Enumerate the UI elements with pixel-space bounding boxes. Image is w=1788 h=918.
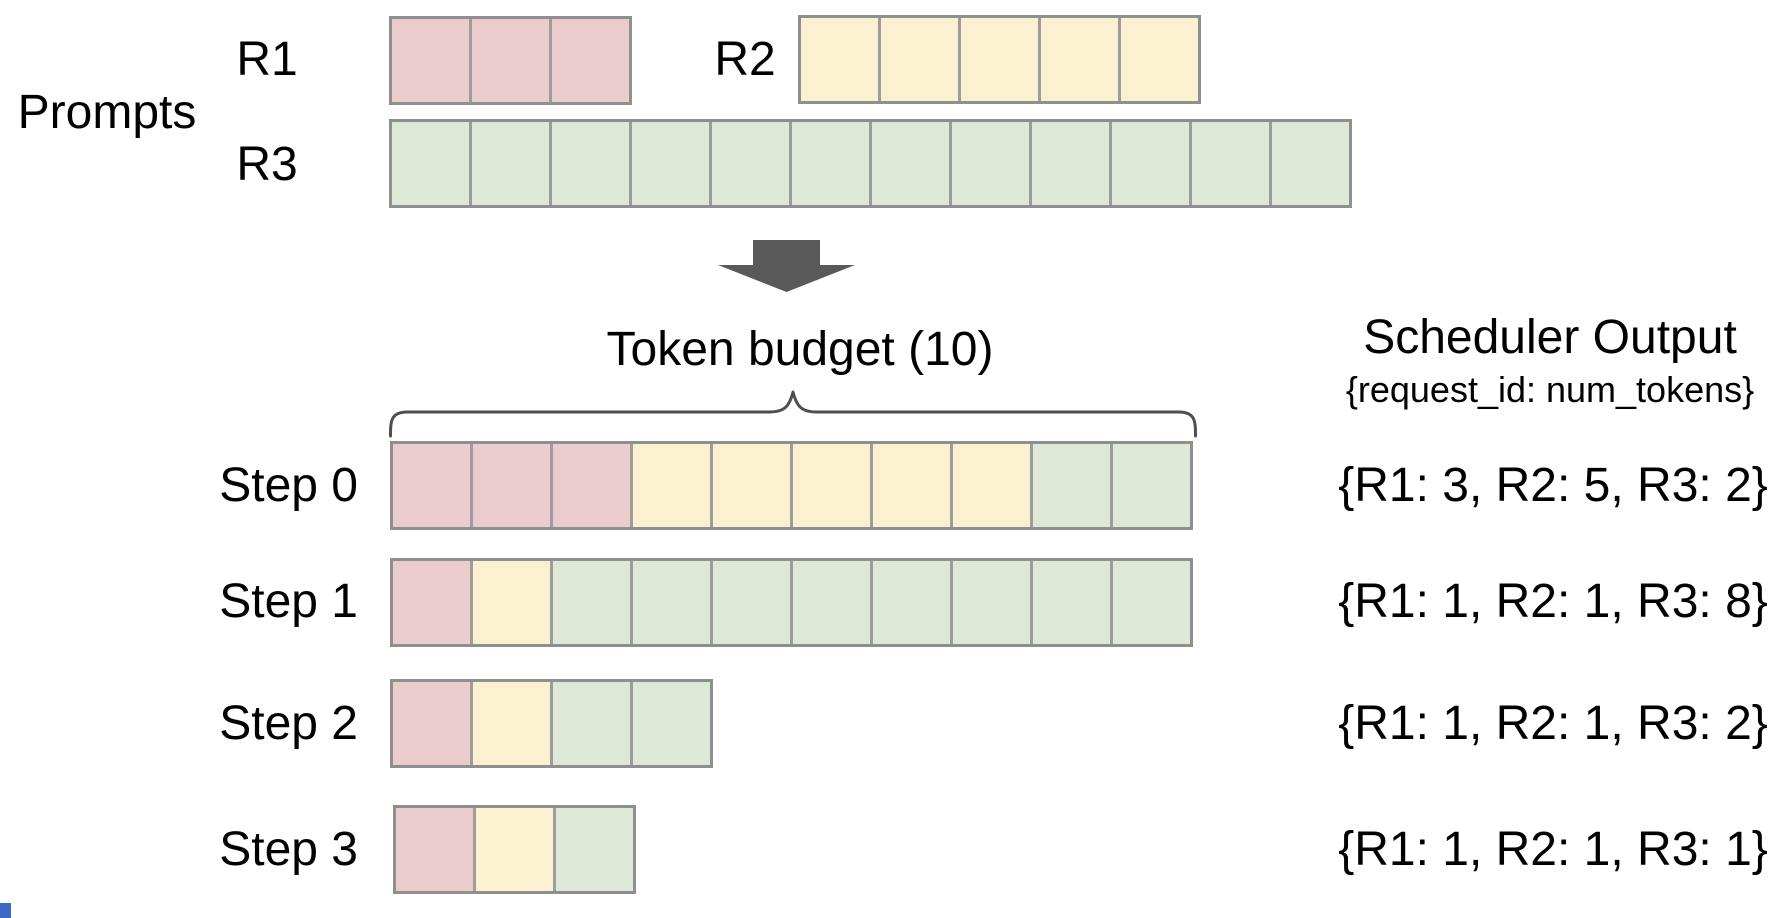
token-cell-r2 bbox=[476, 808, 556, 891]
scheduler-output-title: Scheduler Output bbox=[1363, 311, 1737, 364]
token-cell-r3 bbox=[792, 122, 872, 205]
token-cell-r2 bbox=[473, 561, 553, 644]
prompt-row-r2 bbox=[798, 15, 1201, 104]
token-cell-r2 bbox=[1121, 18, 1198, 101]
token-cell-r1 bbox=[393, 682, 473, 765]
token-cell-r3 bbox=[1032, 122, 1112, 205]
request-r1-label: R1 bbox=[236, 33, 298, 86]
token-cell-r3 bbox=[1033, 444, 1113, 527]
corner-artifact bbox=[0, 903, 11, 918]
step-1-label: Step 1 bbox=[219, 575, 358, 628]
token-cell-r3 bbox=[872, 122, 952, 205]
step-3-output: {R1: 1, R2: 1, R3: 1} bbox=[1338, 823, 1768, 876]
token-cell-r1 bbox=[473, 444, 553, 527]
token-cell-r1 bbox=[472, 19, 552, 102]
prompt-row-r3 bbox=[389, 119, 1352, 208]
token-cell-r3 bbox=[633, 561, 713, 644]
token-cell-r3 bbox=[793, 561, 873, 644]
token-cell-r3 bbox=[553, 561, 633, 644]
token-cell-r1 bbox=[393, 561, 473, 644]
token-budget-brace bbox=[389, 390, 1197, 438]
token-cell-r1 bbox=[392, 19, 472, 102]
token-cell-r2 bbox=[801, 18, 881, 101]
request-r3-label: R3 bbox=[236, 138, 298, 191]
token-cell-r2 bbox=[633, 444, 713, 527]
token-cell-r3 bbox=[392, 122, 472, 205]
step-2-row bbox=[390, 679, 713, 768]
scheduler-output-subtitle: {request_id: num_tokens} bbox=[1345, 369, 1755, 410]
token-cell-r2 bbox=[793, 444, 873, 527]
token-cell-r2 bbox=[713, 444, 793, 527]
token-cell-r2 bbox=[881, 18, 961, 101]
step-1-row bbox=[390, 558, 1193, 647]
token-cell-r1 bbox=[553, 444, 633, 527]
prompt-row-r1 bbox=[389, 16, 632, 105]
step-0-label: Step 0 bbox=[219, 459, 358, 512]
token-cell-r2 bbox=[1041, 18, 1121, 101]
token-cell-r3 bbox=[873, 561, 953, 644]
token-cell-r3 bbox=[1112, 122, 1192, 205]
token-cell-r2 bbox=[953, 444, 1033, 527]
step-1-output: {R1: 1, R2: 1, R3: 8} bbox=[1338, 575, 1768, 628]
token-cell-r3 bbox=[953, 561, 1033, 644]
token-cell-r1 bbox=[552, 19, 629, 102]
down-arrow-icon bbox=[718, 240, 855, 292]
token-cell-r1 bbox=[396, 808, 476, 891]
token-cell-r1 bbox=[393, 444, 473, 527]
token-cell-r3 bbox=[713, 561, 793, 644]
token-cell-r3 bbox=[556, 808, 633, 891]
token-cell-r3 bbox=[1272, 122, 1349, 205]
token-cell-r3 bbox=[952, 122, 1032, 205]
token-cell-r2 bbox=[873, 444, 953, 527]
token-cell-r3 bbox=[552, 122, 632, 205]
step-3-label: Step 3 bbox=[219, 823, 358, 876]
token-cell-r3 bbox=[553, 682, 633, 765]
token-budget-label: Token budget (10) bbox=[606, 323, 994, 376]
token-cell-r2 bbox=[473, 682, 553, 765]
token-cell-r3 bbox=[1113, 444, 1190, 527]
token-cell-r3 bbox=[712, 122, 792, 205]
token-cell-r3 bbox=[633, 682, 710, 765]
token-cell-r3 bbox=[1192, 122, 1272, 205]
token-cell-r3 bbox=[1113, 561, 1190, 644]
step-0-output: {R1: 3, R2: 5, R3: 2} bbox=[1338, 459, 1768, 512]
prompts-label: Prompts bbox=[17, 86, 197, 139]
step-2-label: Step 2 bbox=[219, 697, 358, 750]
step-0-row bbox=[390, 441, 1193, 530]
token-cell-r2 bbox=[961, 18, 1041, 101]
token-cell-r3 bbox=[632, 122, 712, 205]
request-r2-label: R2 bbox=[714, 33, 776, 86]
step-3-row bbox=[393, 805, 636, 894]
step-2-output: {R1: 1, R2: 1, R3: 2} bbox=[1338, 697, 1768, 750]
token-cell-r3 bbox=[1033, 561, 1113, 644]
token-cell-r3 bbox=[472, 122, 552, 205]
